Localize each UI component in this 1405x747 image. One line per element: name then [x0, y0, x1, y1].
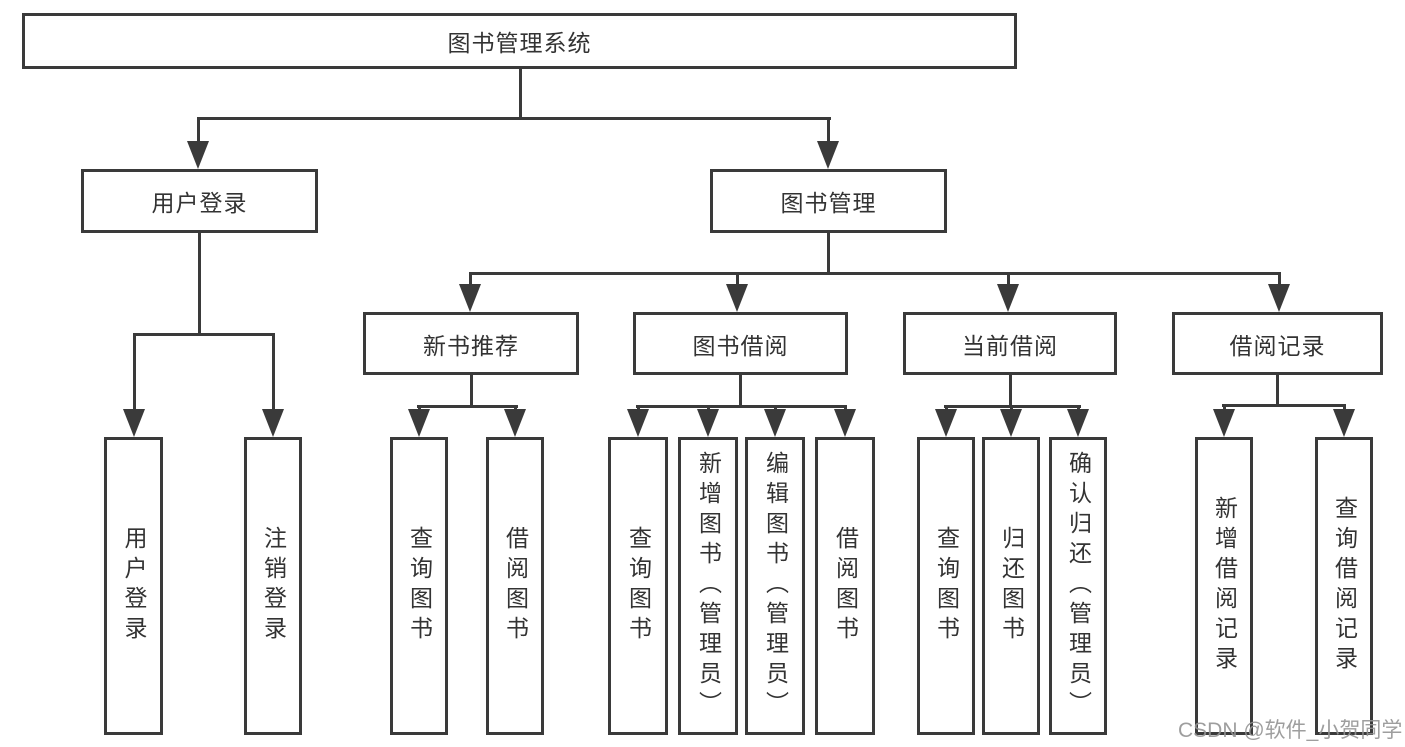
node-label: 图书借阅: [692, 332, 789, 359]
node-leaf-edit-books-admin: 编辑图书（管理员）: [745, 437, 805, 735]
connector-line: [827, 117, 830, 147]
arrow-down-icon: [408, 409, 430, 437]
node-label: 查询图书: [625, 526, 652, 646]
node-leaf-borrow-books-2: 借阅图书: [815, 437, 875, 735]
arrow-down-icon: [1213, 409, 1235, 437]
arrow-down-icon: [834, 409, 856, 437]
node-label: 查询图书: [406, 526, 433, 646]
arrow-down-icon: [697, 409, 719, 437]
connector-line: [417, 405, 518, 408]
node-label: 借阅图书: [832, 526, 859, 646]
node-leaf-borrow-books-1: 借阅图书: [486, 437, 544, 735]
node-label: 借阅记录: [1229, 332, 1326, 359]
node-label: 用户登录: [121, 526, 147, 646]
node-leaf-add-borrow-record: 新增借阅记录: [1195, 437, 1253, 735]
connector-line: [198, 233, 201, 336]
connector-line: [636, 405, 847, 408]
node-current-borrowing: 当前借阅: [903, 312, 1117, 375]
node-label: 当前借阅: [962, 332, 1058, 359]
node-leaf-confirm-return-admin: 确认归还（管理员）: [1049, 437, 1107, 735]
arrow-down-icon: [1268, 284, 1290, 312]
node-label: 查询图书: [933, 526, 960, 646]
connector-line: [469, 272, 472, 290]
node-book-borrowing: 图书借阅: [633, 312, 848, 375]
node-label: 图书管理: [780, 190, 877, 216]
node-label: 注销登录: [260, 526, 287, 646]
node-label: 图书管理系统: [447, 30, 592, 56]
node-label: 新书推荐: [423, 332, 519, 359]
arrow-down-icon: [1067, 409, 1089, 437]
connector-line: [1222, 404, 1345, 407]
connector-line: [197, 117, 831, 120]
node-book-management: 图书管理: [710, 169, 947, 233]
arrow-down-icon: [459, 284, 481, 312]
arrow-down-icon: [262, 409, 284, 437]
connector-line: [470, 375, 473, 408]
arrow-down-icon: [123, 409, 145, 437]
connector-line: [519, 69, 522, 120]
node-library-management-system: 图书管理系统: [22, 13, 1017, 69]
connector-line: [739, 375, 742, 408]
csdn-watermark: CSDN @软件_小贺同学: [1178, 719, 1403, 742]
connector-line: [1007, 272, 1010, 290]
node-new-book-recommendation: 新书推荐: [363, 312, 579, 375]
node-leaf-query-books-1: 查询图书: [390, 437, 448, 735]
connector-line: [1276, 375, 1279, 407]
arrow-down-icon: [187, 141, 209, 169]
arrow-down-icon: [1333, 409, 1355, 437]
connector-line: [133, 333, 275, 336]
arrow-down-icon: [935, 409, 957, 437]
connector-line: [133, 333, 136, 413]
connector-line: [736, 272, 739, 290]
node-label: 借阅图书: [502, 526, 529, 646]
node-leaf-return-books: 归还图书: [982, 437, 1040, 735]
node-label: 查询借阅记录: [1331, 496, 1358, 676]
node-label: 新增图书（管理员）: [695, 451, 722, 721]
connector-line: [1009, 375, 1012, 408]
arrow-down-icon: [1000, 409, 1022, 437]
node-label: 新增借阅记录: [1211, 496, 1238, 676]
node-leaf-user-login: 用户登录: [104, 437, 163, 735]
node-leaf-query-books-3: 查询图书: [917, 437, 975, 735]
node-label: 用户登录: [151, 190, 248, 216]
arrow-down-icon: [627, 409, 649, 437]
connector-line: [197, 117, 200, 147]
node-label: 编辑图书（管理员）: [762, 451, 789, 721]
node-borrowing-records: 借阅记录: [1172, 312, 1383, 375]
connector-line: [1278, 272, 1281, 290]
node-leaf-add-books-admin: 新增图书（管理员）: [678, 437, 738, 735]
connector-line: [827, 233, 830, 275]
arrow-down-icon: [997, 284, 1019, 312]
node-label: 确认归还（管理员）: [1065, 451, 1092, 721]
connector-line: [469, 272, 1281, 275]
arrow-down-icon: [504, 409, 526, 437]
node-leaf-query-books-2: 查询图书: [608, 437, 668, 735]
node-user-login: 用户登录: [81, 169, 318, 233]
node-leaf-query-borrow-record: 查询借阅记录: [1315, 437, 1373, 735]
arrow-down-icon: [817, 141, 839, 169]
node-leaf-logout: 注销登录: [244, 437, 302, 735]
connector-line: [272, 333, 275, 413]
arrow-down-icon: [764, 409, 786, 437]
node-label: 归还图书: [998, 526, 1025, 646]
arrow-down-icon: [726, 284, 748, 312]
